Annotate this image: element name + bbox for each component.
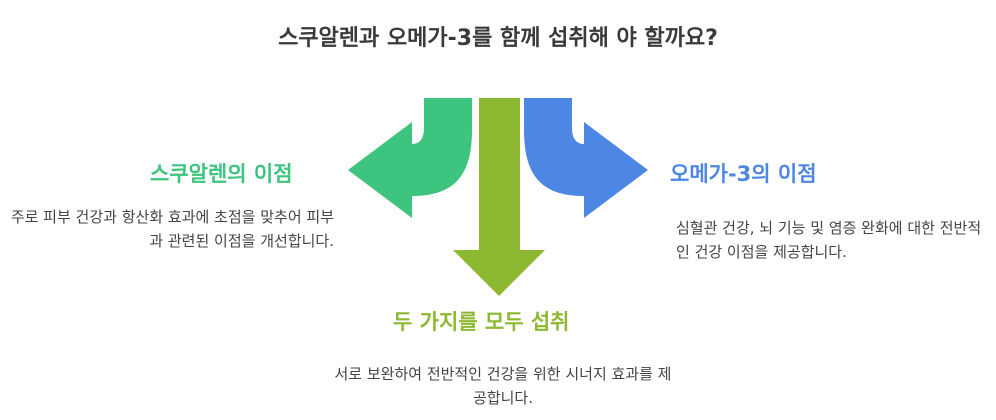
diagram-title: 스쿠알렌과 오메가-3를 함께 섭취해 야 할까요?: [278, 26, 718, 51]
option-omega3-description: 심혈관 건강, 뇌 기능 및 염증 완화에 대한 전반적인 건강 이점을 제공합…: [676, 219, 982, 261]
option-both-heading: 두 가지를 모두 섭취: [393, 310, 570, 334]
left-arrow: [348, 98, 472, 218]
option-both-description: 서로 보완하여 전반적인 건강을 위한 시너지 효과를 제공합니다.: [334, 365, 672, 407]
right-arrow: [524, 98, 648, 218]
option-omega3-heading: 오메가-3의 이점: [670, 162, 817, 186]
center-arrow: [453, 98, 545, 296]
option-squalene-description: 주로 피부 건강과 항산화 효과에 초점을 맞추어 피부과 관련된 이점을 개선…: [10, 208, 334, 250]
option-squalene-heading: 스쿠알렌의 이점: [150, 162, 293, 186]
